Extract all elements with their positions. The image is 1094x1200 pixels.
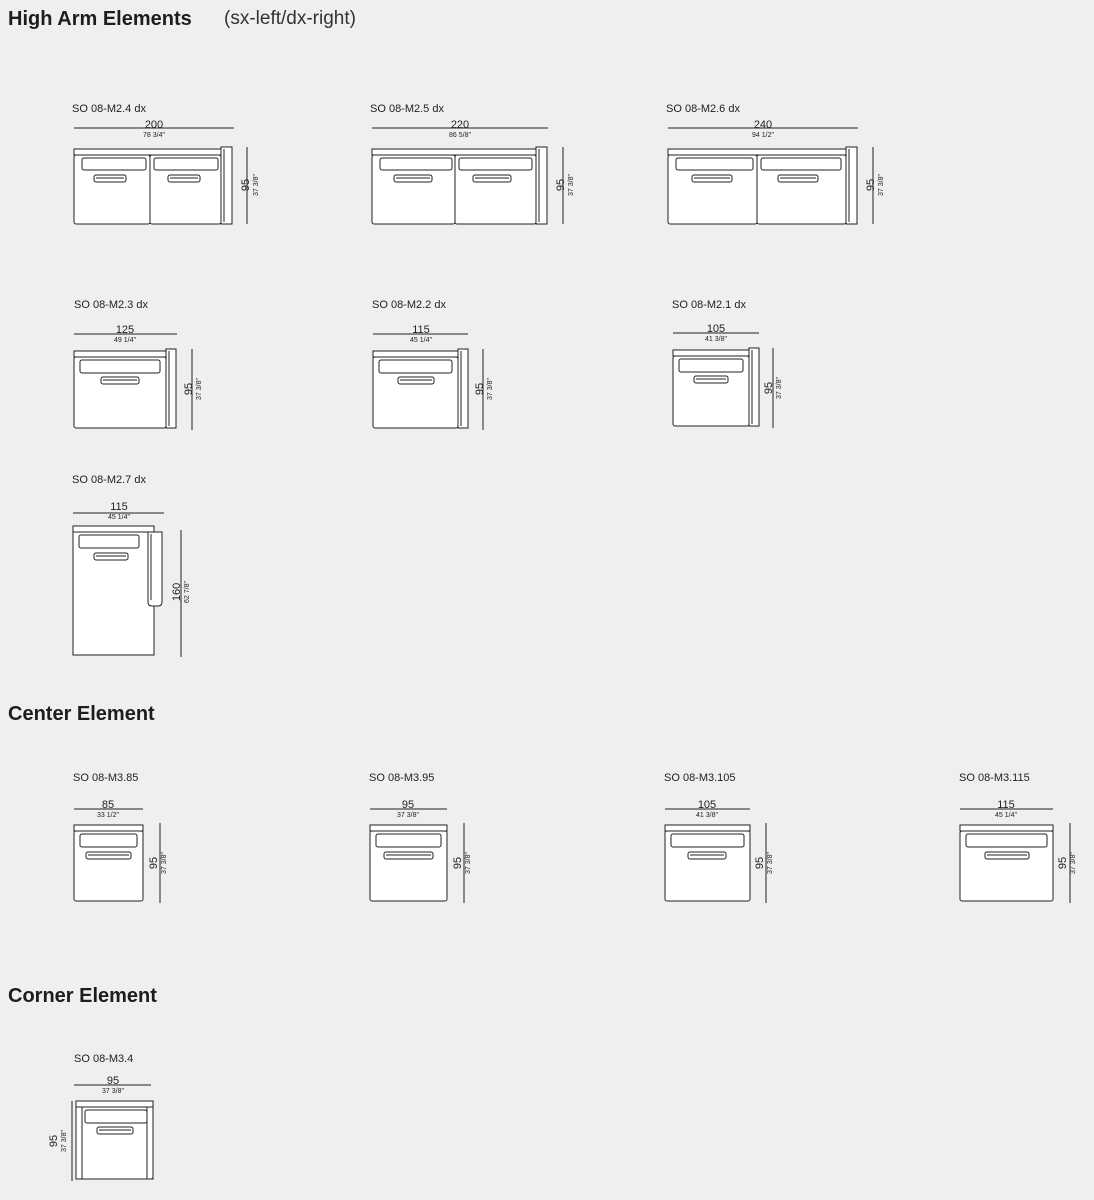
element-code: SO 08-M3.95 — [369, 772, 435, 784]
width-in: 45 1/4" — [995, 812, 1017, 819]
depth-in: 37 3/8" — [465, 852, 472, 874]
element-code: SO 08-M2.6 dx — [666, 103, 740, 115]
depth-in: 37 3/8" — [61, 1130, 68, 1152]
width-in: 78 3/4" — [143, 132, 165, 139]
depth-in: 37 3/8" — [878, 174, 885, 196]
sofa-drawing: 125 49 1/4" 95 37 3/8" — [73, 324, 203, 430]
width-in: 41 3/8" — [705, 336, 727, 343]
element-code: SO 08-M3.115 — [959, 772, 1030, 784]
sofa-drawing: 105 41 3/8" 95 37 3/8" — [664, 799, 774, 903]
sofa-drawing: 220 86 5/8" 95 37 3/8" — [371, 119, 575, 225]
sofa-drawing: 95 37 3/8" 95 37 3/8" — [369, 799, 472, 903]
width-in: 94 1/2" — [752, 132, 774, 139]
sofa-drawing: 240 94 1/2" 95 37 3/8" — [667, 119, 885, 225]
width-in: 41 3/8" — [696, 812, 718, 819]
depth-cm: 95 — [240, 179, 252, 191]
depth-in: 37 3/8" — [767, 852, 774, 874]
element-code: SO 08-M2.5 dx — [370, 103, 444, 115]
width-in: 45 1/4" — [410, 337, 432, 344]
width-in: 45 1/4" — [108, 514, 130, 521]
width-in: 49 1/4" — [114, 337, 136, 344]
width-cm: 105 — [707, 323, 725, 335]
width-cm: 115 — [110, 501, 128, 513]
depth-in: 37 3/8" — [196, 378, 203, 400]
depth-cm: 95 — [763, 382, 775, 394]
sofa-drawing: 85 33 1/2" 95 37 3/8" — [73, 799, 168, 903]
sofa-drawing: 95 37 3/8" 95 37 3/8" — [48, 1075, 154, 1181]
width-cm: 115 — [997, 799, 1015, 811]
element-code: SO 08-M3.105 — [664, 772, 736, 784]
depth-cm: 95 — [148, 857, 160, 869]
section-title-high-arm: High Arm Elements — [8, 8, 192, 30]
width-cm: 220 — [451, 119, 469, 131]
element-code: SO 08-M2.2 dx — [372, 299, 446, 311]
element-code: SO 08-M2.4 dx — [72, 103, 146, 115]
depth-cm: 95 — [474, 383, 486, 395]
depth-cm: 95 — [754, 857, 766, 869]
section-subtitle-high-arm: (sx-left/dx-right) — [224, 8, 356, 29]
depth-cm: 95 — [1057, 857, 1069, 869]
width-cm: 200 — [145, 119, 163, 131]
section-title-corner: Corner Element — [8, 985, 157, 1007]
depth-cm: 95 — [452, 857, 464, 869]
width-in: 37 3/8" — [102, 1088, 124, 1095]
width-in: 37 3/8" — [397, 812, 419, 819]
sofa-drawing: 105 41 3/8" 95 37 3/8" — [672, 323, 783, 428]
element-code: SO 08-M2.1 dx — [672, 299, 746, 311]
width-cm: 85 — [102, 799, 114, 811]
sofa-drawing: 115 45 1/4" 160 62 7/8" — [72, 501, 191, 657]
depth-cm: 95 — [183, 383, 195, 395]
width-cm: 95 — [107, 1075, 119, 1087]
section-title-center: Center Element — [8, 703, 155, 725]
width-cm: 240 — [754, 119, 772, 131]
depth-cm: 95 — [48, 1135, 60, 1147]
element-code: SO 08-M2.3 dx — [74, 299, 148, 311]
element-code: SO 08-M3.85 — [73, 772, 139, 784]
depth-cm: 95 — [555, 179, 567, 191]
depth-in: 37 3/8" — [776, 377, 783, 399]
element-code: SO 08-M3.4 — [74, 1053, 134, 1065]
width-cm: 125 — [116, 324, 134, 336]
sofa-drawing: 115 45 1/4" 95 37 3/8" — [372, 324, 494, 430]
depth-in: 37 3/8" — [253, 174, 260, 196]
element-code: SO 08-M2.7 dx — [72, 474, 146, 486]
depth-in: 62 7/8" — [184, 581, 191, 603]
width-cm: 115 — [412, 324, 430, 336]
depth-in: 37 3/8" — [161, 852, 168, 874]
depth-in: 37 3/8" — [1070, 852, 1077, 874]
depth-in: 37 3/8" — [568, 174, 575, 196]
width-in: 86 5/8" — [449, 132, 471, 139]
width-cm: 95 — [402, 799, 414, 811]
sofa-drawing: 200 78 3/4" 95 37 3/8" — [73, 119, 260, 225]
depth-in: 37 3/8" — [487, 378, 494, 400]
depth-cm: 95 — [865, 179, 877, 191]
width-cm: 105 — [698, 799, 716, 811]
width-in: 33 1/2" — [97, 812, 119, 819]
sofa-drawing: 115 45 1/4" 95 37 3/8" — [959, 799, 1077, 903]
depth-cm: 160 — [171, 583, 183, 601]
